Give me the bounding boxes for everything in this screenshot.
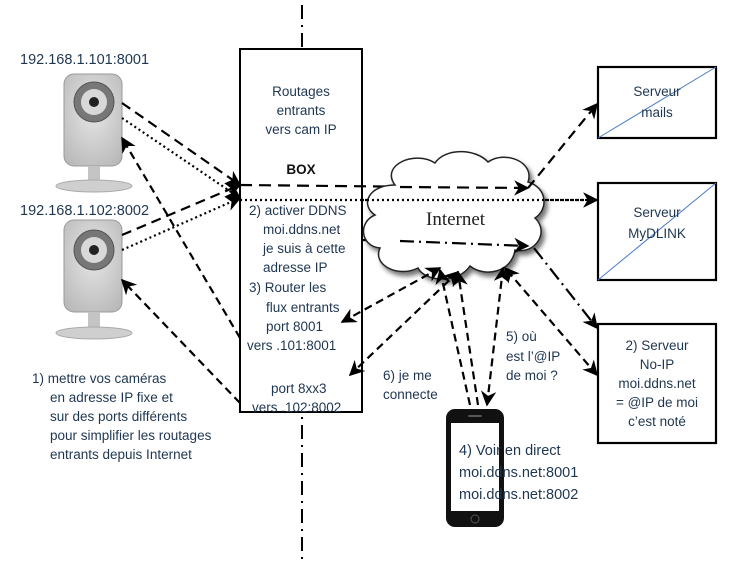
- camera-2: [55, 219, 133, 340]
- arrow-phone-internet-2: [452, 270, 480, 406]
- box-step2-line-2: je suis à cette: [263, 241, 346, 256]
- arrow-box-cam1: [121, 136, 241, 339]
- arrow-box-cam2: [120, 278, 241, 404]
- box-heading-0: Routages: [272, 84, 330, 99]
- server-mails-line-0: Serveur: [633, 84, 681, 99]
- arrow-cam2-box-dashed: [121, 183, 242, 237]
- server-noip-line-1: No-IP: [639, 357, 675, 372]
- server-noip-line-4: c’est noté: [628, 414, 686, 429]
- step5-line-2: de moi ?: [506, 368, 558, 383]
- box-step3-line-3: vers .101:8001: [247, 338, 337, 353]
- arrow-internet-box-port8xx3: [348, 270, 460, 377]
- box-step3-line-1: flux entrants: [266, 300, 340, 315]
- camera-1: [55, 73, 133, 193]
- server-mydlink-line-1: MyDLINK: [628, 226, 686, 241]
- step6-line-1: connecte: [383, 387, 438, 402]
- internet-label: Internet: [426, 209, 486, 230]
- phone-line-1: moi.ddns.net:8001: [459, 465, 579, 481]
- box-step2-line-1: moi.ddns.net: [263, 222, 341, 237]
- box-step2-line-0: 2) activer DDNS: [249, 203, 347, 218]
- server-mydlink-line-0: Serveur: [633, 205, 681, 220]
- box-title: BOX: [286, 162, 316, 177]
- box-step3-line-0: 3) Router les: [249, 280, 327, 295]
- camera-2-ip-label: 192.168.1.102:8002: [20, 203, 150, 219]
- step1-line-4: entrants depuis Internet: [50, 447, 192, 462]
- camera-1-ip-label: 192.168.1.101:8001: [20, 52, 150, 68]
- arrow-internet-noip-dashdot: [533, 247, 598, 330]
- box-port2-line-0: port 8xx3: [271, 381, 327, 396]
- server-mails-box: [596, 65, 718, 140]
- server-noip-line-2: moi.ddns.net: [618, 376, 696, 391]
- step1-line-1: en adresse IP fixe et: [50, 390, 173, 405]
- arrow-noip-internet: [503, 266, 599, 377]
- box-router: [239, 48, 363, 413]
- arrow-cam1-box-dashed: [121, 102, 242, 186]
- box-step2-line-3: adresse IP: [263, 260, 328, 275]
- arrow-cam1-box-dotted: [121, 117, 242, 199]
- server-mydlink-box: [596, 181, 718, 282]
- smartphone: [446, 409, 504, 527]
- server-noip-line-3: = @IP de moi: [615, 395, 699, 410]
- arrow-internet-mails: [527, 102, 598, 189]
- step5-line-1: est l’@IP: [506, 349, 561, 364]
- arrow-cam2-box-dotted: [121, 196, 242, 252]
- arrow-internet-phone: [480, 266, 510, 407]
- box-heading-1: entrants: [276, 103, 326, 118]
- box-heading-2: vers cam IP: [265, 122, 337, 137]
- server-mails-line-1: mails: [641, 105, 673, 120]
- step6-line-0: 6) je me: [383, 368, 432, 383]
- step1-line-2: sur des ports différents: [50, 409, 188, 424]
- step1-line-3: pour simplifier les routages: [50, 428, 212, 443]
- box-step3-line-2: port 8001: [266, 319, 324, 334]
- arrow-phone-internet-1: [435, 268, 472, 406]
- phone-line-2: moi.ddns.net:8002: [459, 487, 579, 503]
- step1-line-0: 1) mettre vos caméras: [32, 371, 167, 386]
- box-port2-line-1: vers .102:8002: [252, 400, 342, 415]
- server-noip-box: [596, 322, 718, 445]
- step5-line-0: 5) où: [506, 329, 537, 344]
- server-noip-line-0: 2) Serveur: [625, 338, 689, 353]
- phone-line-0: 4) Voir en direct: [459, 443, 561, 459]
